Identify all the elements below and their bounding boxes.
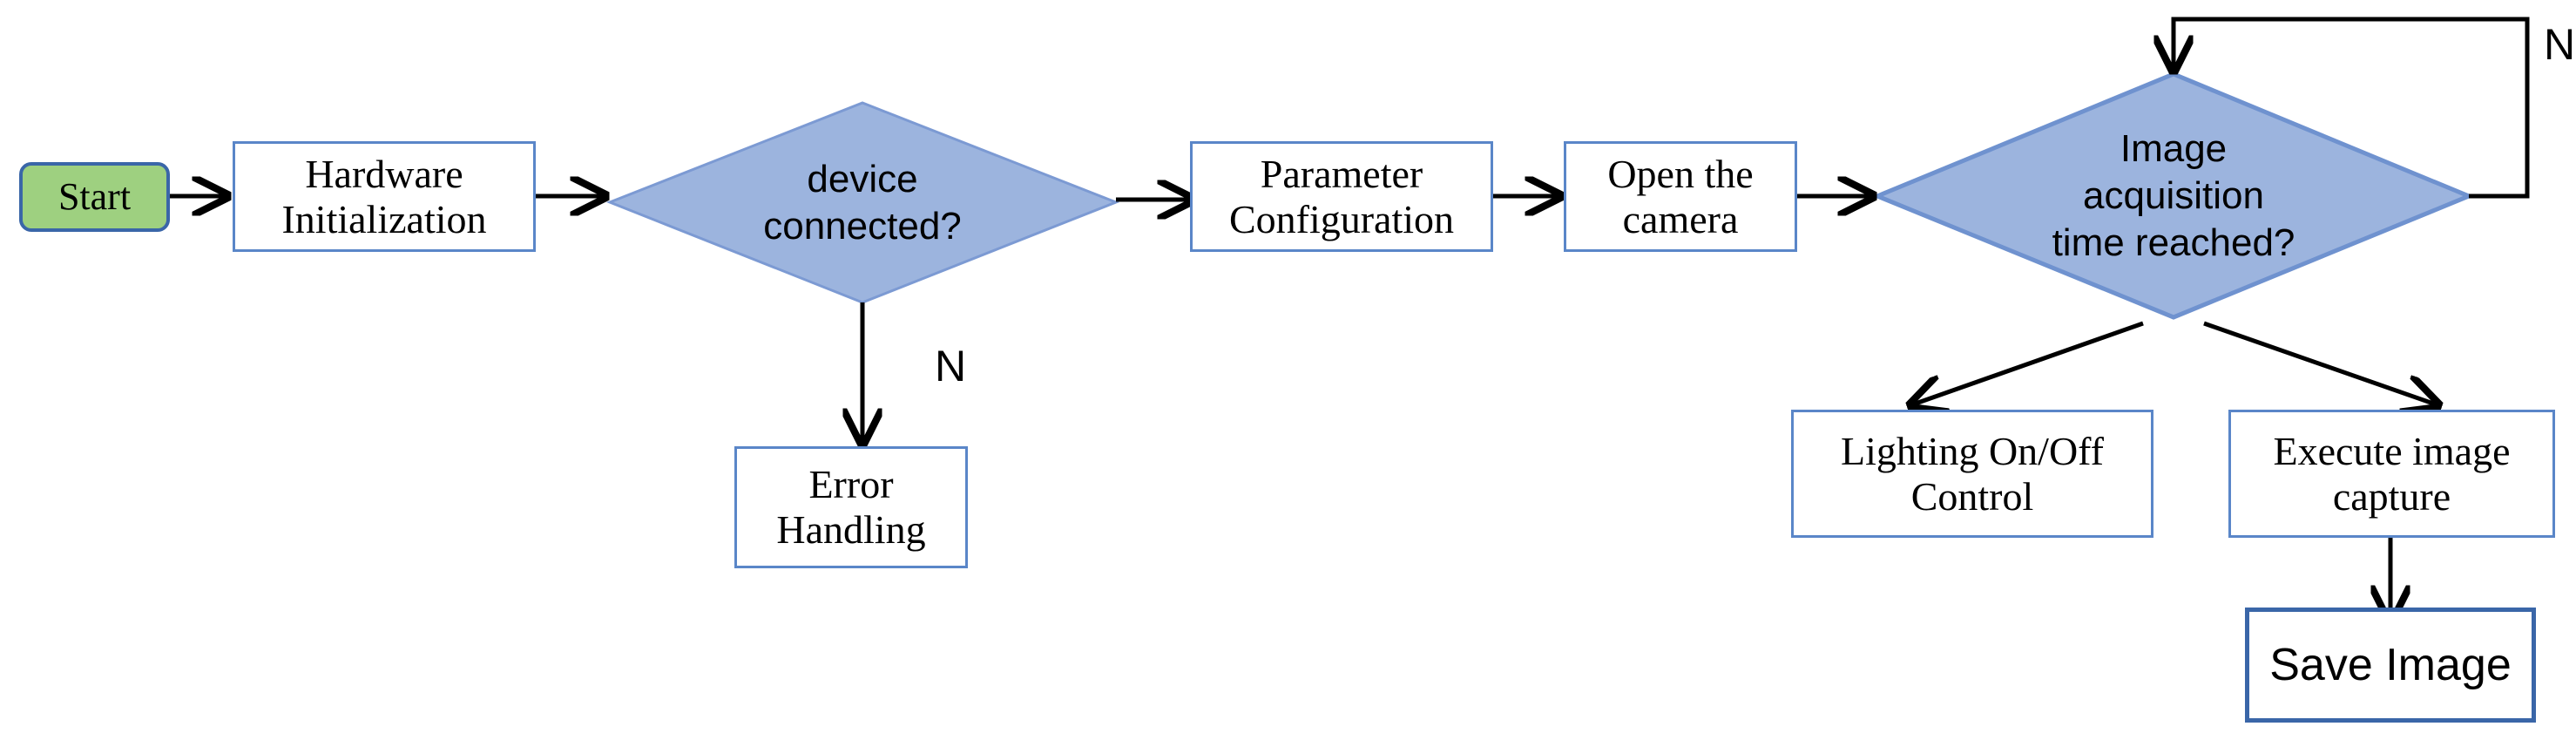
- node-open-the-camera[interactable]: Open the camera: [1564, 141, 1797, 252]
- node-execute-image-capture[interactable]: Execute image capture: [2228, 410, 2555, 538]
- node-start[interactable]: Start: [19, 162, 170, 232]
- node-parameter-configuration[interactable]: Parameter Configuration: [1190, 141, 1493, 252]
- edge-label-acquisition-time-no: N: [2544, 20, 2576, 69]
- edge-acquisition-to-capture: [2203, 321, 2436, 404]
- edge-acquisition-to-lighting: [1913, 321, 2144, 404]
- node-lighting-control[interactable]: Lighting On/Off Control: [1791, 410, 2153, 538]
- node-error-handling[interactable]: Error Handling: [734, 446, 968, 568]
- node-hardware-initialization[interactable]: Hardware Initialization: [233, 141, 536, 252]
- node-image-acquisition-time[interactable]: Image acquisition time reached?: [2052, 127, 2295, 264]
- node-device-connected[interactable]: device connected?: [763, 157, 962, 248]
- edge-label-device-connected-no: N: [935, 342, 967, 390]
- node-save-image[interactable]: Save Image: [2245, 608, 2536, 723]
